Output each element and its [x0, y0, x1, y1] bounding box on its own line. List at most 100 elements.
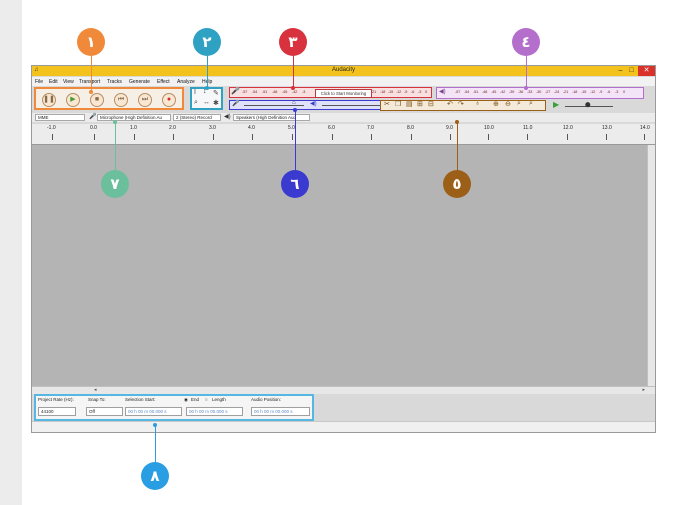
- ruler-tick: [292, 134, 293, 140]
- tools-toolbar: I ↕ ✎ ⌕ ↔ ✱: [190, 87, 223, 110]
- fit-project-icon[interactable]: ⌕: [529, 100, 533, 107]
- callout-5: ٥: [443, 170, 471, 198]
- draw-tool-icon[interactable]: ✎: [213, 90, 219, 97]
- timeline-ruler[interactable]: -1.0 0.0 1.0 2.0 3.0 4.0 5.0 6.0 7.0 8.0…: [32, 124, 655, 145]
- trim-icon[interactable]: ⊞: [417, 101, 423, 108]
- multi-tool-icon[interactable]: ✱: [213, 100, 219, 107]
- ruler-tick: [488, 134, 489, 140]
- callout-6-line: [295, 110, 296, 170]
- menu-transport[interactable]: Transport: [79, 79, 101, 85]
- ruler-tick: [450, 134, 451, 140]
- scroll-left-icon[interactable]: ◂: [94, 387, 97, 393]
- audacity-window: ♫ Audacity – □ ✕ File Edit View Transpor…: [31, 65, 656, 433]
- snap-to-label: Snap To:: [88, 397, 106, 402]
- edit-toolbar: ✂ ❐ ▤ ⊞ ⊟ ↶ ↷ ♁ ⊕ ⊖ ⌕ ⌕: [380, 100, 546, 111]
- playback-speed-thumb[interactable]: ⬤: [585, 102, 591, 108]
- audio-position-time[interactable]: 00 h 00 m 00.000 s: [251, 407, 310, 416]
- meter-tick-label: -45: [282, 89, 288, 94]
- recording-volume-slider[interactable]: [244, 105, 304, 106]
- sync-lock-icon[interactable]: ♁: [475, 100, 481, 107]
- maximize-icon[interactable]: □: [629, 67, 634, 74]
- playback-volume-slider[interactable]: [322, 105, 397, 106]
- ruler-tick: [213, 134, 214, 140]
- callout-3: ٣: [279, 28, 307, 56]
- snap-to-dropdown[interactable]: Off: [86, 407, 123, 416]
- project-rate-dropdown[interactable]: 44100: [38, 407, 76, 416]
- silence-icon[interactable]: ⊟: [428, 101, 434, 108]
- callout-6-dot: [293, 108, 297, 112]
- cut-icon[interactable]: ✂: [384, 101, 390, 108]
- recording-channels-dropdown[interactable]: 2 (Stereo) Record: [173, 114, 221, 121]
- zoom-tool-icon[interactable]: ⌕: [194, 99, 198, 106]
- meter-tick-label: -6: [607, 89, 611, 94]
- callout-4-dot: [524, 86, 528, 90]
- zoom-in-icon[interactable]: ⊕: [493, 101, 499, 108]
- ruler-tick: [567, 134, 568, 140]
- pause-icon[interactable]: ❚❚: [42, 93, 56, 107]
- selection-start-time[interactable]: 00 h 00 m 00.000 s: [125, 407, 182, 416]
- redo-icon[interactable]: ↷: [458, 101, 464, 108]
- recording-volume-thumb[interactable]: ⌂: [292, 100, 296, 106]
- meter-tick-label: -15: [581, 89, 587, 94]
- transport-toolbar: ❚❚ ▶ ■ ⏮ ⏭ ●: [34, 87, 184, 110]
- stop-icon[interactable]: ■: [90, 93, 104, 107]
- vertical-scrollbar[interactable]: [647, 145, 655, 386]
- meter-tick-label: -3: [302, 89, 306, 94]
- meter-tick-label: -45: [491, 89, 497, 94]
- callout-8-line: [155, 425, 156, 462]
- scroll-right-icon[interactable]: ▸: [642, 387, 645, 393]
- length-label: Length: [212, 397, 226, 402]
- playback-meter-scale: -57 -54 -51 -48 -45 -42 -39 -36 -33 -30 …: [455, 89, 639, 97]
- minimize-icon[interactable]: –: [618, 67, 623, 74]
- menu-generate[interactable]: Generate: [129, 79, 150, 85]
- track-area[interactable]: [32, 145, 649, 386]
- ruler-label: 6.0: [328, 125, 335, 131]
- selection-end-time[interactable]: 00 h 00 m 00.000 s: [186, 407, 243, 416]
- skip-end-icon[interactable]: ⏭: [138, 93, 152, 107]
- menu-effect[interactable]: Effect: [157, 79, 170, 85]
- meter-tick-label: -12: [396, 89, 402, 94]
- play-at-speed-icon[interactable]: ▶: [553, 100, 560, 109]
- microphone-volume-icon: 🎤: [232, 101, 240, 107]
- ruler-tick: [94, 134, 95, 140]
- ruler-tick: [644, 134, 645, 140]
- menu-tracks[interactable]: Tracks: [107, 79, 122, 85]
- meter-tick-label: -9: [404, 89, 408, 94]
- horizontal-scrollbar[interactable]: ◂ ▸: [32, 386, 655, 394]
- time-shift-tool-icon[interactable]: ↔: [203, 99, 210, 106]
- ruler-label: 1.0: [130, 125, 137, 131]
- paste-icon[interactable]: ▤: [406, 101, 413, 108]
- close-icon[interactable]: ✕: [638, 66, 655, 76]
- meter-tick-label: -33: [527, 89, 533, 94]
- menu-view[interactable]: View: [63, 79, 74, 85]
- play-icon[interactable]: ▶: [66, 93, 80, 107]
- ruler-tick: [606, 134, 607, 140]
- length-radio[interactable]: ○: [205, 397, 208, 402]
- record-icon[interactable]: ●: [162, 93, 176, 107]
- zoom-out-icon[interactable]: ⊖: [505, 101, 511, 108]
- skip-start-icon[interactable]: ⏮: [114, 93, 128, 107]
- selection-tool-icon[interactable]: I: [194, 89, 196, 96]
- meter-tick-label: -57: [455, 89, 461, 94]
- menu-edit[interactable]: Edit: [49, 79, 58, 85]
- menu-analyze[interactable]: Analyze: [177, 79, 195, 85]
- ruler-tick: [527, 134, 528, 140]
- click-to-start-monitoring[interactable]: Click to Start Monitoring: [315, 89, 372, 98]
- meter-tick-label: -9: [599, 89, 603, 94]
- ruler-label: 11.0: [523, 125, 533, 131]
- end-radio[interactable]: ◉: [184, 397, 188, 402]
- meter-tick-label: -18: [572, 89, 578, 94]
- fit-selection-icon[interactable]: ⌕: [517, 100, 521, 107]
- meter-tick-label: -51: [262, 89, 268, 94]
- callout-5-line: [457, 122, 458, 170]
- copy-icon[interactable]: ❐: [395, 101, 402, 108]
- audio-host-dropdown[interactable]: MME: [35, 114, 85, 121]
- undo-icon[interactable]: ↶: [447, 101, 453, 108]
- ruler-tick: [134, 134, 135, 140]
- playback-device-dropdown[interactable]: Speakers (High Definition Aud: [233, 114, 310, 121]
- ruler-label: 13.0: [602, 125, 612, 131]
- recording-device-dropdown[interactable]: Microphone (High Definition Au: [97, 114, 171, 121]
- envelope-tool-icon[interactable]: ↕: [203, 88, 207, 95]
- playback-speed-slider[interactable]: [565, 106, 613, 107]
- menu-file[interactable]: File: [35, 79, 44, 85]
